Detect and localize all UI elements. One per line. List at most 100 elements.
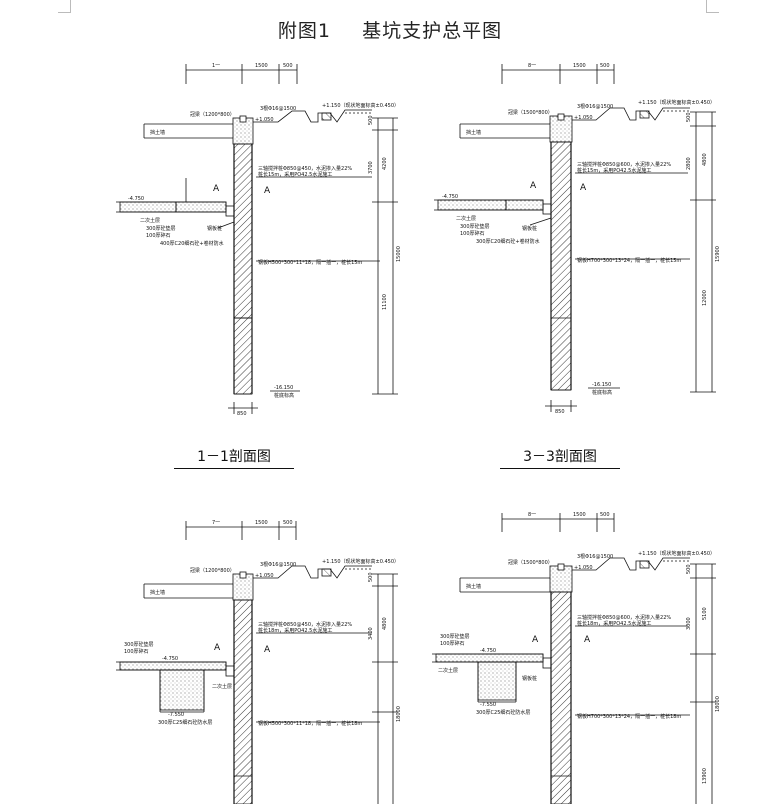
s22-dim-2: 1500 <box>255 520 268 526</box>
s11-side-3: 3700 <box>368 161 374 174</box>
s22-sheet-pile: 钢板H500*300*11*18，隔一插一，桩长18m <box>258 720 362 727</box>
s11-side-2: 4200 <box>382 157 388 170</box>
s33-elev-cap: +1.050 <box>574 115 593 121</box>
s11-slope-top: +1.150（现状地面标高±0.450） <box>322 102 399 109</box>
s22-pile-note2: 桩长18m，采用PO42.5水泥施工 <box>258 627 332 634</box>
s11-side-1: 500 <box>368 115 374 125</box>
s11-dim-2: 1500 <box>255 63 268 69</box>
s33-retaining: 挡土墙 <box>466 129 481 136</box>
s11-elev-cap: +1.050 <box>255 117 274 123</box>
s22-side-3: 3400 <box>368 627 374 640</box>
s33-side-2: 4800 <box>702 153 708 166</box>
s11-dim-1: 1一 <box>212 63 220 69</box>
s44-pile-note: 三轴搅拌桩Φ850@600，水泥掺入量22% <box>577 614 671 621</box>
s22-slope-top: +1.150（现状地面标高±0.450） <box>322 558 399 565</box>
s44-floor: 二次土层 <box>438 667 458 674</box>
s22-elev-cap: +1.050 <box>255 573 274 579</box>
page-title: 附图1 基坑支护总平图 <box>0 16 780 43</box>
s11-pile-note: 三轴搅拌桩Φ850@450，水泥掺入量22% <box>258 165 352 172</box>
section-4-4 <box>432 513 716 804</box>
s11-dim-3: 500 <box>283 63 293 69</box>
s33-rail: 3根Φ16@1500 <box>577 103 613 110</box>
s44-dim-3: 500 <box>600 512 610 518</box>
s22-letter-a-left: A <box>214 643 221 653</box>
s22-elev-slab: -4.750 <box>162 656 178 662</box>
s11-side-4: 11100 <box>382 294 388 310</box>
s22-letter-a-right: A <box>264 645 271 655</box>
s44-side-4: 18000 <box>715 696 721 712</box>
s11-hatch2: 100厚碎石 <box>146 232 171 239</box>
section-4-4-text: 8一 1500 500 冠梁（1500*800） 3根Φ16@1500 +1.0… <box>438 512 721 784</box>
s33-bottom-label: 桩底标高 <box>592 389 612 396</box>
s33-dim-2: 1500 <box>573 63 586 69</box>
s11-width: 850 <box>237 411 247 417</box>
s44-slope-top: +1.150（现状地面标高±0.450） <box>638 550 715 557</box>
s44-elev-slab: -4.750 <box>480 648 496 654</box>
s11-elev-slab: -4.750 <box>128 196 144 202</box>
s33-elev-slab: -4.750 <box>442 194 458 200</box>
section-1-1 <box>116 64 398 414</box>
s11-retaining: 挡土墙 <box>150 129 165 136</box>
s11-pile-note2: 桩长15m，采用PO42.5水泥施工 <box>258 171 332 178</box>
s44-letter-a-right: A <box>584 635 591 645</box>
s33-dim-3: 500 <box>600 63 610 69</box>
crop-mark-top-right <box>706 0 719 13</box>
s33-crown-beam: 冠梁（1500*800） <box>508 109 553 116</box>
s44-letter-a-left: A <box>532 635 539 645</box>
s33-slope-top: +1.150（现状地面标高±0.450） <box>638 99 715 106</box>
s44-sheet-pile: 钢板H700*300*13*24，隔一插一，桩长18m <box>577 713 681 720</box>
s33-side-4: 12000 <box>702 290 708 306</box>
s44-side-3: 3000 <box>686 617 692 630</box>
s22-floor: 二次土层 <box>212 683 232 690</box>
s33-hatch1: 300厚砼垫层 <box>460 223 490 230</box>
s44-dim-2: 1500 <box>573 512 586 518</box>
section-3-3-text: 8一 1500 500 冠梁（1500*800） 3根Φ16@1500 +1.0… <box>442 63 721 415</box>
s44-pile-note2: 桩长18m，采用PO42.5水泥施工 <box>577 620 651 627</box>
s33-sheet-pile: 钢板H700*300*13*24，隔一插一，桩长15m <box>577 257 681 264</box>
s11-letter-a-right: A <box>264 186 271 196</box>
s11-rail: 3根Φ16@1500 <box>260 105 296 112</box>
section-2-2-text: 7一 1500 500 冠梁（1200*800） 3根Φ16@1500 +1.0… <box>124 520 402 727</box>
s11-hatch1: 300厚砼垫层 <box>146 225 176 232</box>
s22-pit-top: 300厚砼垫层 <box>124 641 154 648</box>
s33-side-3: 2800 <box>686 157 692 170</box>
s11-bottom-note: 400厚C20细石砼+卷材防水 <box>160 240 224 247</box>
s33-pile-note2: 桩长15m，采用PO42.5水泥施工 <box>577 167 651 174</box>
s22-side-1: 500 <box>368 572 374 582</box>
s22-pit-note: 300厚C25细石砼防水层 <box>158 719 212 726</box>
s11-elev-bottom: -16.150 <box>274 385 293 391</box>
s22-pit-top2: 100厚碎石 <box>124 648 149 655</box>
s22-rail: 3根Φ16@1500 <box>260 561 296 568</box>
s33-bottom-note: 300厚C20细石砼+卷材防水 <box>476 238 540 245</box>
s33-side-1: 500 <box>686 112 692 122</box>
s44-dim-1: 8一 <box>528 512 536 518</box>
s33-dim-1: 8一 <box>528 63 536 69</box>
crop-mark-top-left <box>58 0 71 13</box>
s22-dim-3: 500 <box>283 520 293 526</box>
title-prefix: 附图1 <box>277 20 332 42</box>
s44-pit-top: 300厚砼垫层 <box>440 633 470 640</box>
s44-pit-steel: 钢板桩 <box>522 675 537 682</box>
s11-side-5: 15000 <box>396 246 402 262</box>
s11-sheet-pile: 钢板H500*300*11*18，隔一插一，桩长15m <box>258 259 362 266</box>
section-3-3 <box>434 64 716 412</box>
s33-pile-note: 三轴搅拌桩Φ850@600，水泥掺入量22% <box>577 161 671 168</box>
section-2-2 <box>116 521 398 804</box>
s33-elev-bottom: -16.150 <box>592 382 611 388</box>
s11-floor: 二次土层 <box>140 217 160 224</box>
s33-side-5: 15900 <box>715 246 721 262</box>
s22-pit-elev: -7.550 <box>168 712 184 718</box>
s11-steel: 钢板桩 <box>207 225 222 232</box>
s44-pit-elev: -7.550 <box>480 702 496 708</box>
s33-letter-a-right: A <box>580 183 587 193</box>
s11-letter-a-left: A <box>213 184 220 194</box>
s33-letter-a-left: A <box>530 181 537 191</box>
s44-retaining: 挡土墙 <box>466 583 481 590</box>
s22-side-4: 18000 <box>396 706 402 722</box>
s22-dim-1: 7一 <box>212 520 220 526</box>
s22-pile-note: 三轴搅拌桩Φ850@450，水泥掺入量22% <box>258 621 352 628</box>
s33-steel: 钢板桩 <box>522 225 537 232</box>
caption-section-3-3: 3－3剖面图 <box>500 446 620 469</box>
s33-floor: 二次土层 <box>456 215 476 222</box>
